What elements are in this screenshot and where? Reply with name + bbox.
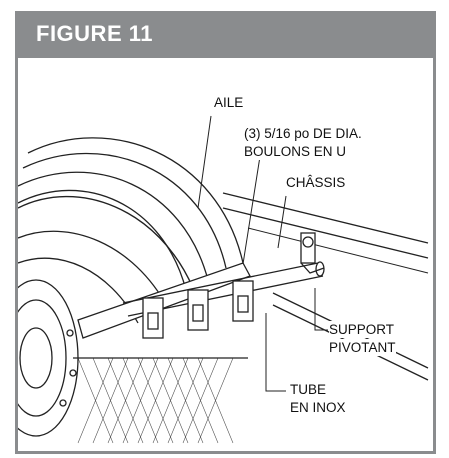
leader-lines — [197, 115, 328, 392]
wheel-hub — [18, 279, 79, 437]
pivot-support — [300, 232, 325, 274]
tire — [18, 195, 248, 444]
figure-title: FIGURE 11 — [36, 21, 153, 46]
frame-rail — [222, 192, 429, 274]
callout-support-line2: PIVOTANT — [329, 339, 396, 356]
callout-frame: CHÂSSIS — [286, 174, 346, 191]
figure-header: FIGURE 11 — [18, 14, 433, 58]
callout-fender: AILE — [214, 94, 244, 111]
figure-frame: FIGURE 11 — [15, 11, 436, 454]
fender — [18, 137, 251, 339]
fender-assembly-drawing — [18, 115, 429, 444]
callout-tube-line1: TUBE — [290, 381, 327, 398]
callout-ubolts-line1: (3) 5/16 po DE DIA. — [244, 125, 362, 142]
callout-tube-line2: EN INOX — [290, 399, 346, 416]
callout-support-line1: SUPPORT — [329, 321, 395, 338]
stainless-tube — [122, 261, 325, 339]
callout-ubolts-line2: BOULONS EN U — [244, 143, 347, 160]
